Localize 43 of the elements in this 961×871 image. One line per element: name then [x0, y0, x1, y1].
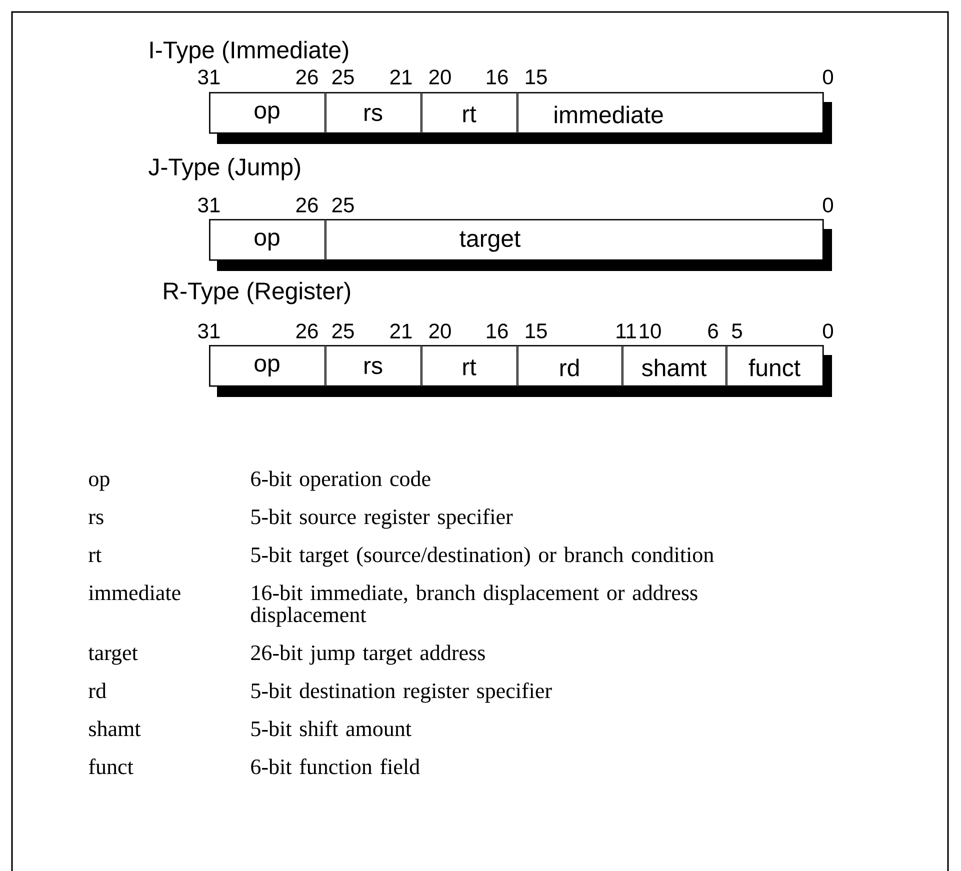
field-name: rd — [88, 682, 106, 698]
bit-number: 20 — [429, 70, 451, 84]
bit-number: 31 — [198, 70, 220, 84]
field-description: 26-bit jump target address — [251, 644, 485, 665]
field-name: op — [89, 476, 110, 491]
bit-number: 15 — [526, 324, 547, 338]
field-description: 5-bit destination register specifier — [252, 682, 552, 703]
field-name: rt — [88, 550, 102, 562]
bit-number: 0 — [822, 324, 834, 338]
field-name: funct — [88, 758, 134, 774]
bit-number: 0 — [822, 198, 834, 212]
field-name: target — [88, 648, 138, 665]
field-name: shamt — [89, 720, 141, 736]
bit-number: 26 — [296, 198, 318, 212]
field-description: 5-bit target (source/destination) or branch condition — [252, 546, 714, 567]
field-name: immediate — [88, 584, 180, 600]
bit-number: 11 — [616, 324, 636, 338]
field-name: rs — [88, 514, 104, 524]
bit-number: 0 — [822, 70, 834, 84]
bit-number: 6 — [708, 324, 718, 338]
field-description: 5-bit source register specifier — [252, 508, 513, 529]
bit-number: 16 — [486, 324, 508, 338]
bit-number: 25 — [332, 324, 354, 338]
bit-number: 21 — [390, 324, 412, 338]
bit-number: 25 — [332, 70, 354, 84]
bit-number: 26 — [296, 70, 318, 84]
format-heading: I-Type (Immediate) — [150, 40, 348, 64]
bit-number: 10 — [640, 324, 661, 338]
bit-number: 31 — [198, 324, 220, 338]
format-heading: R-Type (Register) — [164, 282, 350, 304]
bit-number: 20 — [429, 324, 451, 338]
bit-number: 5 — [732, 324, 742, 338]
format-heading: J-Type (Jump) — [148, 158, 300, 180]
field-description: 16-bit immediate, branch displacement or address displacement — [251, 584, 698, 627]
bit-number: 31 — [198, 198, 220, 212]
field-description: 6-bit operation code — [251, 470, 430, 491]
bit-number: 16 — [486, 70, 508, 84]
bit-number: 21 — [390, 70, 412, 84]
field-description: 5-bit shift amount — [252, 720, 412, 736]
field-description: 6-bit function field — [251, 758, 420, 774]
bit-number: 25 — [332, 198, 354, 212]
bit-number: 26 — [296, 324, 318, 338]
bit-number: 15 — [526, 70, 547, 84]
